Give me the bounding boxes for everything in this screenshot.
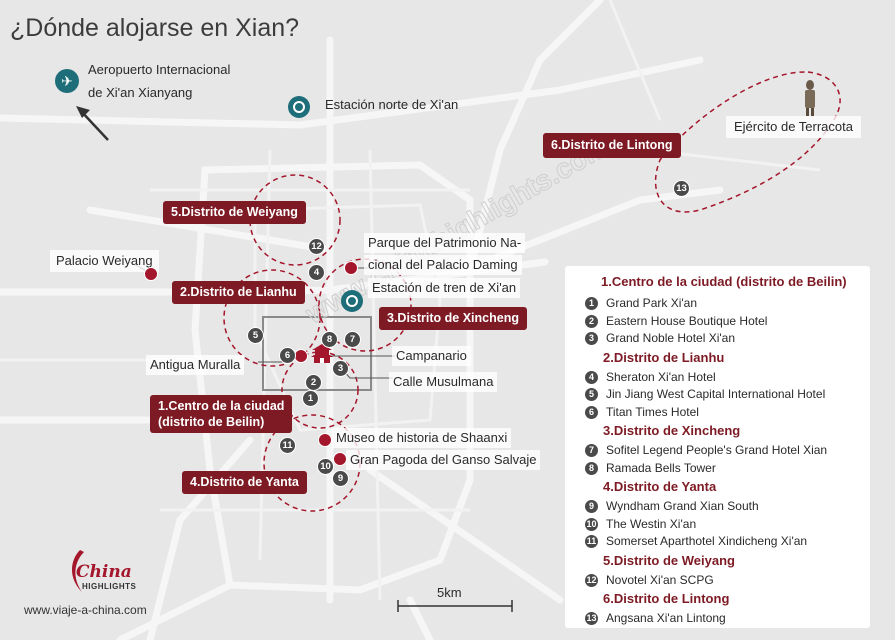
railway-station-icon <box>341 290 363 312</box>
scale-bar <box>397 600 513 612</box>
district-label-lintong: 6.Distrito de Lintong <box>543 133 681 158</box>
north-station-label: Estación norte de Xi'an <box>325 97 459 112</box>
legend-heading-yanta: 4.Distrito de Yanta <box>603 479 717 494</box>
airport-icon: ✈ <box>55 69 79 93</box>
shaanxi-museum-marker <box>318 433 332 447</box>
legend-item: 3 Grand Noble Hotel Xi'an <box>585 330 858 348</box>
legend-number: 4 <box>585 370 598 384</box>
hotel-number-badge: 13 <box>673 180 690 197</box>
hotel-number-badge: 7 <box>344 331 361 348</box>
legend-number: 3 <box>585 332 598 346</box>
hotel-number-badge: 1 <box>302 390 319 407</box>
weiyang-palace-label: Palacio Weiyang <box>50 250 159 272</box>
legend-item: 5 Jin Jiang West Capital International Ho… <box>585 386 858 404</box>
legend-number: 9 <box>585 500 598 514</box>
weiyang-palace-marker <box>144 267 158 281</box>
page-title: ¿Dónde alojarse en Xian? <box>10 14 300 42</box>
train-station-icon <box>288 96 310 118</box>
district-label-beilin-line2: (distrito de Beilin) <box>158 415 265 429</box>
legend-hotel-name: Grand Park Xi'an <box>606 296 698 310</box>
district-label-beilin: 1.Centro de la ciudad (distrito de Beili… <box>150 395 293 433</box>
legend-number: 1 <box>585 297 598 311</box>
legend-item: 2 Eastern House Boutique Hotel <box>585 313 858 331</box>
shaanxi-museum-label: Museo de historia de Shaanxi <box>332 428 512 448</box>
hotel-number-badge: 6 <box>279 347 296 364</box>
legend-item: 7 Sofitel Legend People's Grand Hotel Xia… <box>585 442 858 460</box>
legend-heading-lintong: 6.Distrito de Lintong <box>603 591 730 606</box>
logo-text-highlights: HIGHLIGHTS <box>82 582 137 591</box>
airport-label-line1: Aeropuerto Internacional <box>88 62 231 77</box>
legend-hotel-name: The Westin Xi'an <box>606 516 697 531</box>
hotel-legend: 1.Centro de la ciudad (distrito de Beili… <box>565 266 870 628</box>
legend-number: 12 <box>585 573 598 587</box>
legend-item: 6 Titan Times Hotel <box>585 404 858 422</box>
legend-hotel-name: Wyndham Grand Xian South <box>606 499 759 513</box>
city-wall-west-marker <box>294 349 308 363</box>
hotel-number-badge: 12 <box>308 238 325 255</box>
terracotta-label: Ejército de Terracota <box>726 116 861 138</box>
bell-tower-icon <box>310 342 334 364</box>
legend-item: 10 The Westin Xi'an <box>585 516 858 534</box>
district-label-beilin-line1: 1.Centro de la ciudad <box>158 399 285 413</box>
legend-heading-lianhu: 2.Distrito de Lianhu <box>603 349 725 365</box>
hotel-number-badge: 4 <box>308 264 325 281</box>
legend-item: 11 Somerset Aparthotel Xindicheng Xi'an <box>585 533 858 551</box>
muslim-street-label: Calle Musulmana <box>389 372 498 392</box>
legend-hotel-name: Jin Jiang West Capital International Hot… <box>606 387 826 401</box>
daming-palace-label-line1: Parque del Patrimonio Na- <box>364 233 526 253</box>
legend-number: 13 <box>585 612 598 626</box>
legend-number: 2 <box>585 314 598 328</box>
district-label-xincheng: 3.Distrito de Xincheng <box>379 307 527 330</box>
district-label-yanta: 4.Distrito de Yanta <box>182 471 307 494</box>
hotel-number-badge: 5 <box>247 327 264 344</box>
legend-heading-xincheng: 3.Distrito de Xincheng <box>603 423 741 438</box>
legend-hotel-name: Sofitel Legend People's Grand Hotel Xian <box>606 443 828 457</box>
district-label-weiyang: 5.Distrito de Weiyang <box>163 201 306 224</box>
city-wall-label: Antigua Muralla <box>146 355 245 375</box>
hotel-number-badge: 8 <box>321 331 338 348</box>
legend-number: 6 <box>585 405 598 419</box>
legend-hotel-name: Sheraton Xi'an Hotel <box>606 369 716 384</box>
legend-item: 12 Novotel Xi'an SCPG <box>585 572 858 590</box>
airport-label-line2: de Xi'an Xianyang <box>88 85 193 100</box>
legend-item: 4 Sheraton Xi'an Hotel <box>585 369 858 387</box>
footer-url: www.viaje-a-china.com <box>24 603 147 617</box>
railway-station-label: Estación de tren de Xi'an <box>368 278 521 298</box>
bell-tower-label: Campanario <box>392 346 471 366</box>
legend-item: 1 Grand Park Xi'an <box>585 295 858 313</box>
legend-number: 5 <box>585 388 598 402</box>
legend-hotel-name: Somerset Aparthotel Xindicheng Xi'an <box>606 534 808 548</box>
legend-number: 8 <box>585 461 598 475</box>
district-label-lianhu: 2.Distrito de Lianhu <box>172 281 305 304</box>
legend-hotel-name: Angsana Xi'an Lintong <box>606 611 726 625</box>
legend-number: 7 <box>585 444 598 458</box>
legend-hotel-name: Titan Times Hotel <box>606 404 699 419</box>
china-highlights-logo: China HIGHLIGHTS <box>62 548 152 598</box>
legend-hotel-name: Grand Noble Hotel Xi'an <box>606 331 736 345</box>
hotel-number-badge: 10 <box>317 458 334 475</box>
legend-item: 9 Wyndham Grand Xian South <box>585 498 858 516</box>
legend-hotel-name: Eastern House Boutique Hotel <box>606 313 768 328</box>
hotel-number-badge: 11 <box>279 437 296 454</box>
daming-palace-label-line2: cional del Palacio Daming <box>364 255 522 275</box>
daming-palace-marker <box>344 261 358 275</box>
legend-number: 10 <box>585 517 598 531</box>
wild-goose-pagoda-marker <box>333 452 347 466</box>
airport-arrow <box>76 106 109 141</box>
terracotta-warrior-icon <box>802 80 818 116</box>
hotel-number-badge: 9 <box>332 470 349 487</box>
hotel-number-badge: 3 <box>332 360 349 377</box>
legend-hotel-name: Ramada Bells Tower <box>606 460 716 475</box>
legend-item: 13 Angsana Xi'an Lintong <box>585 610 858 628</box>
hotel-number-badge: 2 <box>305 374 322 391</box>
legend-number: 11 <box>585 535 598 549</box>
wild-goose-pagoda-label: Gran Pagoda del Ganso Salvaje <box>346 450 541 470</box>
legend-hotel-name: Novotel Xi'an SCPG <box>606 572 714 587</box>
scale-label: 5km <box>437 585 462 600</box>
legend-heading-weiyang: 5.Distrito de Weiyang <box>603 552 735 568</box>
legend-heading-beilin: 1.Centro de la ciudad (distrito de Beili… <box>601 274 847 289</box>
legend-item: 8 Ramada Bells Tower <box>585 460 858 478</box>
logo-text-china: China <box>76 562 132 582</box>
